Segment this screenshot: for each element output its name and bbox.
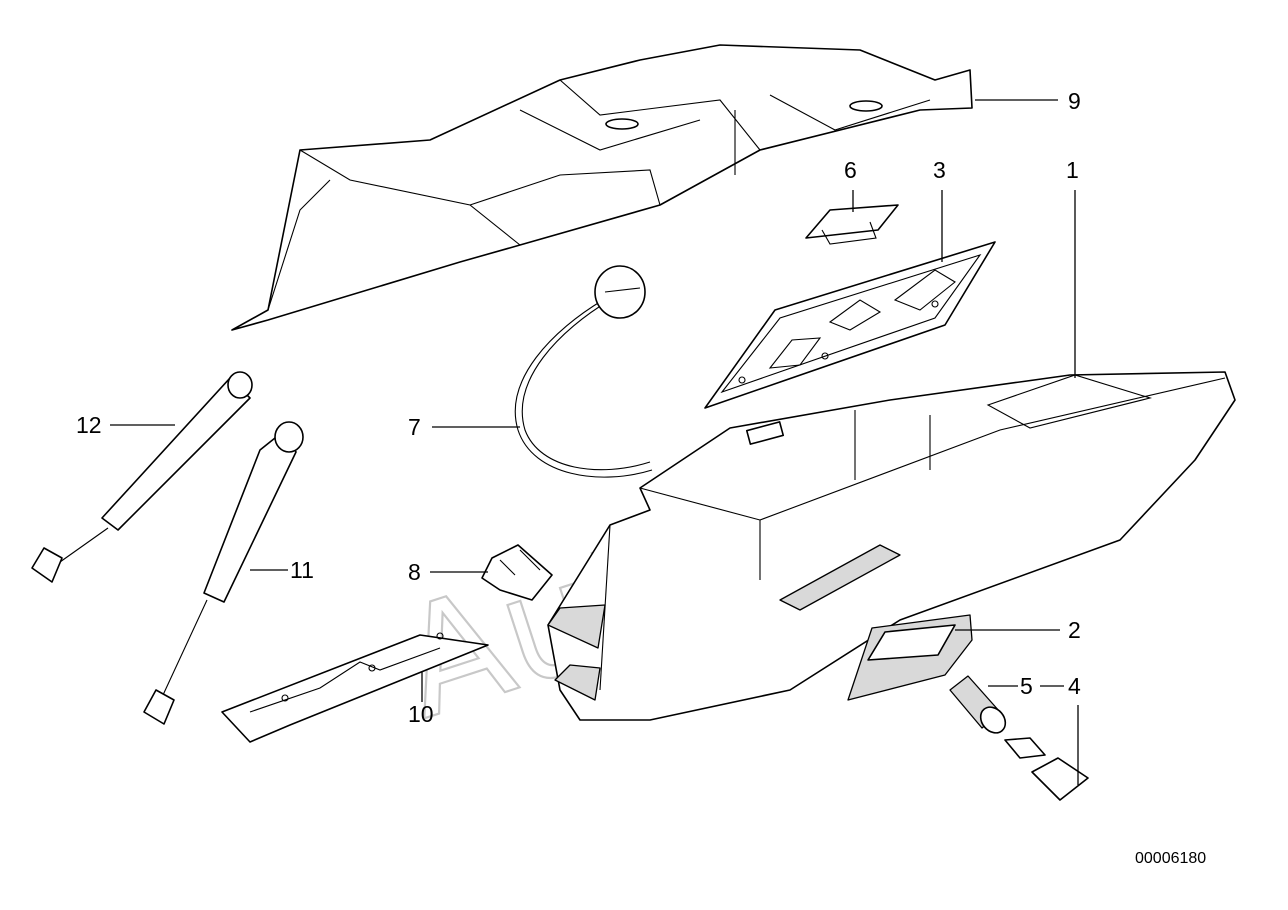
callout-3: 3: [933, 157, 946, 183]
part-9-upper-panel: [231, 44, 973, 331]
part-4-key: [1004, 737, 1089, 801]
part-11-gas-strut: [143, 421, 304, 725]
part-7-cable: [514, 265, 653, 478]
callout-7: 7: [408, 414, 421, 440]
part-1-glovebox: [547, 371, 1236, 721]
part-5-lock-cylinder: [949, 675, 1007, 734]
part-12-gas-strut: [31, 371, 253, 583]
part-8-clip: [481, 544, 553, 601]
callout-8: 8: [408, 559, 421, 585]
callout-5: 5: [1020, 673, 1033, 699]
part-2-lock-handle: [847, 614, 973, 701]
callout-9: 9: [1068, 88, 1081, 114]
callout-11: 11: [290, 557, 314, 583]
part-10-hinge-plate: [221, 632, 489, 743]
part-6-handle: [805, 204, 899, 245]
part-3-lid-plate: [704, 241, 996, 409]
callout-4: 4: [1068, 673, 1081, 699]
callout-2: 2: [1068, 617, 1081, 643]
reference-number: 00006180: [1135, 850, 1206, 867]
callout-1: 1: [1066, 157, 1079, 183]
callout-12: 12: [76, 412, 102, 438]
callout-6: 6: [844, 157, 857, 183]
callout-10: 10: [408, 701, 434, 727]
